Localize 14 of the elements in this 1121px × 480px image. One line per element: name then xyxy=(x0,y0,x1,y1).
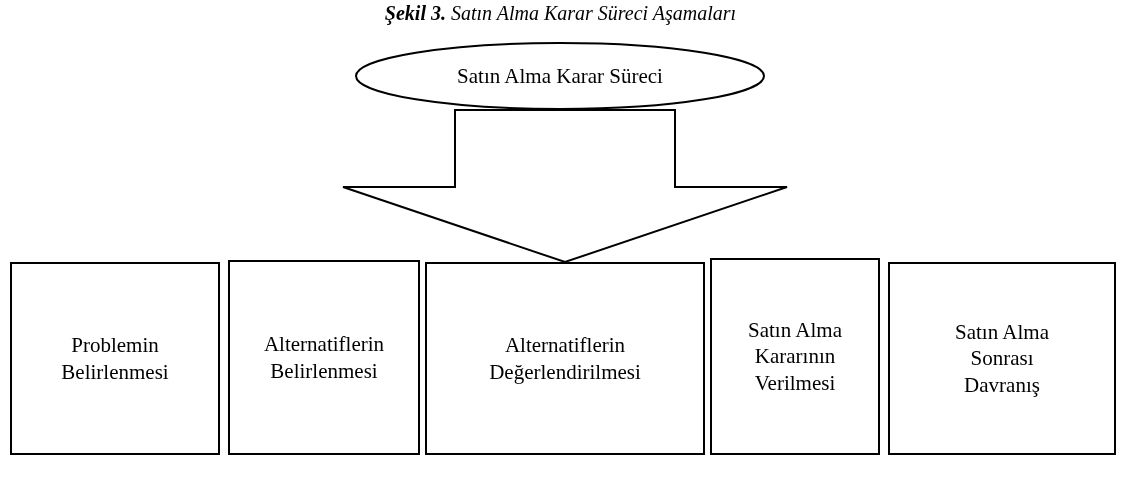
stage-box xyxy=(710,258,880,455)
node-text: Problemin Belirlenmesi xyxy=(60,332,170,385)
node-text: Satın Alma Sonrası Davranış xyxy=(954,319,1050,398)
node-text: Satın Alma Karar Süreci xyxy=(456,62,664,90)
ellipse-node xyxy=(355,42,765,110)
stage-box xyxy=(425,262,705,455)
figure-title: Şekil 3. Satın Alma Karar Süreci Aşamaları xyxy=(383,2,738,25)
stage-box xyxy=(228,260,420,455)
node-text: Alternatiflerin Değerlendirilmesi xyxy=(488,332,642,385)
node-text: Satın Alma Kararının Verilmesi xyxy=(747,317,843,396)
node-text: Alternatiflerin Belirlenmesi xyxy=(262,331,386,384)
stage-box xyxy=(10,262,220,455)
stage-box xyxy=(888,262,1116,455)
block-arrow xyxy=(342,109,788,264)
